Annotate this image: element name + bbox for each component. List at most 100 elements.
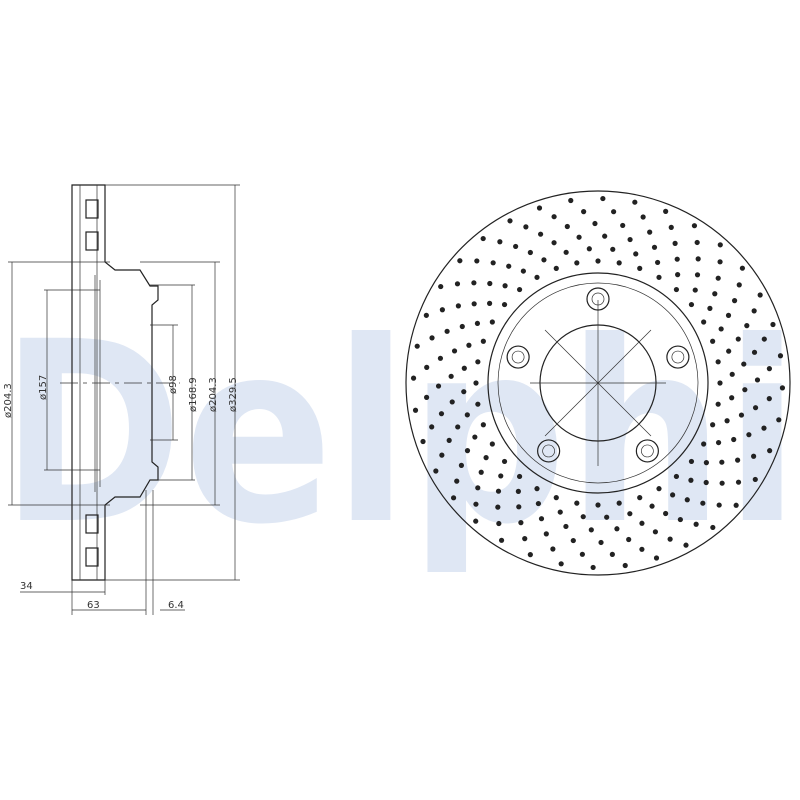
bolt-hole: [671, 350, 685, 364]
drilled-hole: [712, 291, 718, 297]
bolt-hole: [666, 345, 690, 369]
bolt-hole: [635, 439, 659, 463]
drilled-hole: [766, 396, 772, 402]
drilled-hole: [507, 218, 513, 224]
drilled-hole: [563, 249, 569, 255]
drilled-hole: [501, 301, 508, 308]
drilled-hole: [700, 500, 706, 506]
drilled-hole: [498, 537, 505, 543]
drilled-hole: [429, 424, 435, 430]
drilled-hole: [731, 298, 738, 304]
drilled-hole: [466, 342, 472, 348]
drilled-hole: [475, 401, 481, 407]
drilled-hole: [667, 536, 673, 542]
drilled-hole: [516, 286, 523, 293]
drilled-hole: [701, 319, 707, 325]
drilled-hole: [632, 199, 638, 205]
drilled-hole: [474, 258, 480, 264]
cross-section-view: [8, 184, 240, 615]
bolt-hole: [542, 444, 555, 458]
drilled-hole: [516, 473, 523, 480]
drilled-hole: [423, 312, 429, 318]
drilled-hole: [576, 234, 582, 240]
drilled-hole: [473, 380, 479, 386]
drilled-hole: [551, 214, 557, 220]
drilled-hole: [489, 319, 495, 325]
drilled-hole: [487, 280, 493, 287]
drilled-hole: [449, 399, 455, 405]
bolt-hole: [586, 287, 610, 311]
drilled-hole: [446, 437, 452, 443]
drilled-hole: [673, 473, 680, 480]
drilled-hole: [534, 486, 540, 492]
drilled-hole: [701, 441, 707, 447]
drilled-hole: [692, 287, 698, 293]
drilled-hole: [694, 272, 701, 278]
drilled-hole: [726, 348, 732, 354]
drilled-hole: [752, 405, 759, 411]
drilled-hole: [715, 359, 721, 365]
drilled-hole: [683, 542, 689, 548]
drilled-hole: [716, 502, 722, 508]
drilled-hole: [715, 275, 721, 281]
drilled-hole: [779, 385, 786, 391]
drilled-hole: [429, 335, 435, 341]
drilled-hole: [627, 511, 633, 517]
drilled-hole: [595, 258, 601, 264]
drilled-hole: [767, 448, 773, 454]
drilled-hole: [746, 432, 752, 438]
drilled-hole: [736, 282, 742, 288]
drilled-hole: [538, 516, 545, 522]
drilled-hole: [719, 459, 725, 465]
drilled-hole: [435, 383, 442, 389]
drilled-hole: [551, 240, 557, 246]
drilled-hole: [580, 514, 586, 520]
drilled-hole: [448, 373, 454, 379]
drilled-hole: [457, 258, 463, 264]
drilled-hole: [574, 260, 580, 266]
drilled-hole: [541, 257, 547, 263]
drilled-hole: [461, 389, 467, 395]
drilled-hole: [610, 246, 616, 252]
drilled-hole: [534, 274, 540, 280]
drilled-hole: [433, 468, 439, 474]
drilled-hole: [777, 353, 784, 359]
drilled-hole: [527, 249, 533, 256]
drilled-hole: [424, 364, 430, 370]
drilled-hole: [515, 488, 521, 494]
drilled-hole: [663, 208, 669, 214]
drilled-hole: [715, 439, 722, 446]
drilled-hole: [496, 520, 502, 527]
drilled-hole: [647, 229, 653, 235]
drilled-hole: [751, 453, 757, 459]
drilled-hole: [752, 476, 758, 483]
drilled-hole: [570, 537, 576, 544]
drilled-hole: [595, 502, 601, 508]
drilled-hole: [437, 355, 444, 361]
drilled-hole: [626, 536, 632, 543]
bolt-hole: [591, 292, 605, 306]
drilled-hole: [480, 338, 486, 344]
drilled-hole: [656, 486, 662, 492]
drilled-hole: [663, 510, 669, 517]
drilled-hole: [410, 375, 417, 381]
drilled-hole: [751, 308, 757, 314]
bolt-hole: [537, 439, 561, 463]
drilled-hole: [674, 256, 680, 262]
drilled-hole: [475, 359, 481, 365]
drilled-hole: [654, 259, 661, 266]
drilled-hole: [766, 366, 772, 372]
delphi-watermark: Delphi: [0, 288, 800, 579]
drilled-hole: [497, 239, 503, 245]
drilled-hole: [724, 418, 730, 424]
dim-height: 63: [87, 600, 100, 611]
drilled-hole: [471, 301, 477, 307]
drilled-hole: [668, 224, 674, 230]
drilled-hole: [454, 478, 460, 484]
drilled-hole: [757, 292, 763, 298]
drilled-hole: [523, 224, 529, 230]
drilled-hole: [471, 280, 477, 286]
drilled-hole: [598, 539, 604, 546]
hub-edge: [487, 272, 709, 494]
drilled-hole: [637, 495, 643, 501]
